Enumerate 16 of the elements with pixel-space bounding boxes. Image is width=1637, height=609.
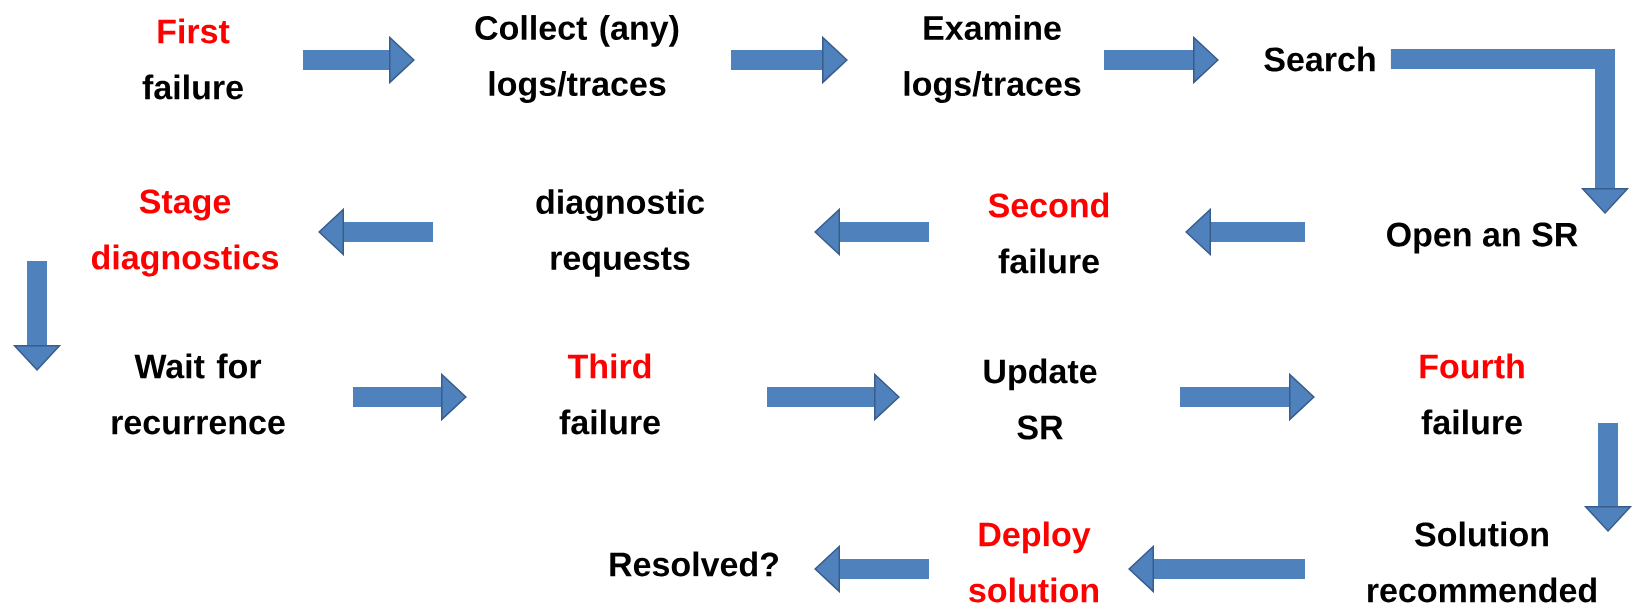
step-label: Examine logs/traces [904,15,1081,103]
step-label: Open an SR [1387,222,1578,254]
step-label: Resolved? [610,551,778,577]
step-label: Solution recommended [1368,521,1596,603]
step-label: Wait for recurrence [112,353,285,435]
step-label: diagnostic requests [536,189,705,277]
step-label: Second failure [988,192,1109,274]
step-label: Third failure [559,353,660,435]
step-label: Search [1264,46,1375,72]
step-label: Fourth failure [1420,353,1524,435]
step-label: Deploy solution [969,521,1099,603]
step-label: Collect (any) logs/traces [475,15,679,103]
step-label: Stage diagnostics [91,189,279,277]
block-arrow [1390,49,1630,214]
step-label: First failure [142,18,243,100]
step-label: Update SR [984,358,1097,440]
